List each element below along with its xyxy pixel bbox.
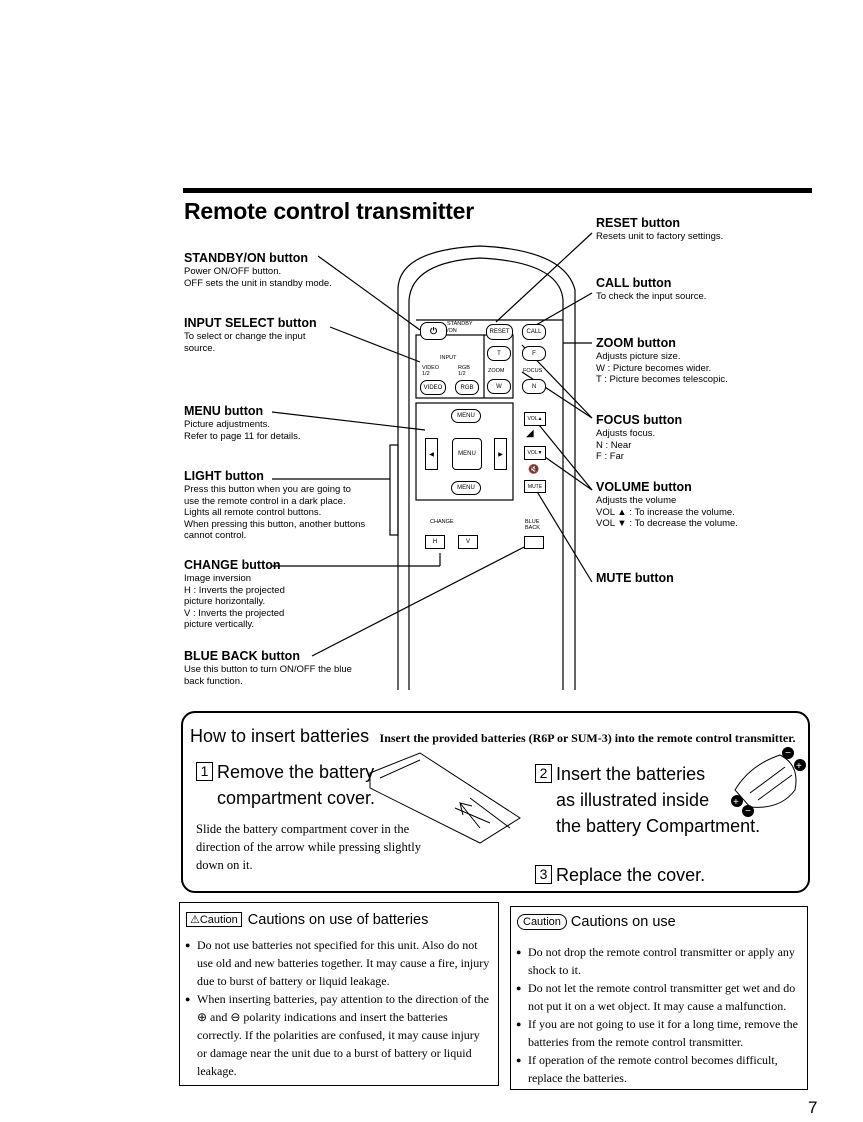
label-call: CALL button To check the input source. xyxy=(596,276,707,302)
caution-batteries-header: ⚠Caution Cautions on use of batteries xyxy=(186,911,428,929)
label-mute: MUTE button xyxy=(596,571,674,585)
remote-outline xyxy=(397,245,576,690)
zoom-label: ZOOM xyxy=(488,368,505,374)
header-rule xyxy=(183,188,812,193)
minus-terminal-icon-2 xyxy=(782,747,794,759)
label-blue-back: BLUE BACK button Use this button to turn… xyxy=(184,649,352,687)
step-3-text: Replace the cover. xyxy=(556,865,706,885)
battery-subheading: Insert the provided batteries (R6P or SU… xyxy=(379,731,796,745)
battery-polarity-illustration: + + − − xyxy=(731,747,806,817)
mute-button[interactable]: MUTE xyxy=(524,480,546,493)
speaker-icon: ◢ xyxy=(526,428,534,439)
battery-instructions-box xyxy=(181,711,810,893)
plus-terminal-icon xyxy=(794,759,806,771)
vol-up-button[interactable]: VOL▲ xyxy=(524,412,546,426)
menu-center-button[interactable]: MENU xyxy=(452,438,482,470)
label-standby: STANDBY/ON button Power ON/OFF button. O… xyxy=(184,251,332,289)
page-title: Remote control transmitter xyxy=(184,198,475,224)
blue-back-button[interactable] xyxy=(524,536,544,549)
rgb12-label: RGB 1/2 xyxy=(458,365,470,377)
plus-terminal-icon-2 xyxy=(731,795,743,807)
blue-back-label: BLUE BACK xyxy=(525,519,540,531)
video-button[interactable]: VIDEO xyxy=(420,380,446,395)
change-h-button[interactable]: H xyxy=(425,535,445,549)
focus-n-button[interactable]: N xyxy=(522,379,546,394)
caution-use-list: Do not drop the remote control transmitt… xyxy=(515,943,803,1087)
change-v-button[interactable]: V xyxy=(458,535,478,549)
step-2-text: Insert the batteries as illustrated insi… xyxy=(556,764,761,836)
label-focus: FOCUS button Adjusts focus. N : Near F :… xyxy=(596,413,683,462)
list-item: Do not drop the remote control transmitt… xyxy=(515,943,803,979)
standby-label: STANDBY /ON xyxy=(447,321,473,334)
label-light: LIGHT button Press this button when you … xyxy=(184,469,366,541)
step-1-description: Slide the battery compartment cover in t… xyxy=(196,822,421,872)
change-label: CHANGE xyxy=(430,519,454,525)
step-2-number: 2 xyxy=(535,764,552,783)
zoom-w-button[interactable]: W xyxy=(487,379,511,394)
step-3-number: 3 xyxy=(535,865,552,884)
svg-text:+: + xyxy=(796,761,802,772)
step-1-text: Remove the battery compartment cover. xyxy=(217,762,376,808)
caution-batteries-box: ⚠Caution Cautions on use of batteries Do … xyxy=(179,902,499,1086)
menu-down-button[interactable]: MENU xyxy=(451,481,481,495)
list-item: When inserting batteries, pay attention … xyxy=(184,990,492,1080)
vol-down-button[interactable]: VOL▼ xyxy=(524,446,546,460)
svg-text:+: + xyxy=(733,797,739,808)
caution-use-title: Cautions on use xyxy=(570,914,676,930)
input-label: INPUT xyxy=(440,355,457,361)
page-number: 7 xyxy=(808,1098,818,1117)
label-reset: RESET button Resets unit to factory sett… xyxy=(596,216,724,242)
list-item: Do not let the remote control transmitte… xyxy=(515,979,803,1015)
step-1-number: 1 xyxy=(196,762,213,781)
focus-f-button[interactable]: F xyxy=(522,346,546,361)
reset-button[interactable]: RESET xyxy=(486,324,513,340)
video12-label: VIDEO 1/2 xyxy=(422,365,440,377)
menu-up-button[interactable]: MENU xyxy=(451,409,481,423)
svg-text:−: − xyxy=(785,748,791,759)
caution-batteries-list: Do not use batteries not specified for t… xyxy=(184,936,492,1080)
light-button xyxy=(389,444,399,536)
caution-pill-badge: Caution xyxy=(517,914,567,930)
label-change: CHANGE button Image inversion H : Invert… xyxy=(184,558,285,630)
caution-batteries-title: Cautions on use of batteries xyxy=(247,912,429,928)
minus-terminal-icon xyxy=(742,805,754,817)
list-item: If you are not going to use it for a lon… xyxy=(515,1015,803,1051)
list-item: Do not use batteries not specified for t… xyxy=(184,936,492,990)
battery-heading-row: How to insert batteries Insert the provi… xyxy=(190,726,795,747)
rgb-button[interactable]: RGB xyxy=(455,380,479,395)
battery-heading: How to insert batteries xyxy=(190,726,370,746)
list-item: If operation of the remote control becom… xyxy=(515,1051,803,1087)
mute-speaker-icon: 🔇 xyxy=(528,464,540,474)
label-input-select: INPUT SELECT button To select or change … xyxy=(184,316,317,354)
label-zoom: ZOOM button Adjusts picture size. W : Pi… xyxy=(596,336,728,385)
menu-left-button[interactable]: ◀ xyxy=(425,438,438,470)
label-menu: MENU button Picture adjustments. Refer t… xyxy=(184,404,301,442)
zoom-t-button[interactable]: T xyxy=(487,346,511,361)
menu-right-button[interactable]: ▶ xyxy=(494,438,507,470)
standby-button[interactable]: ⏻ xyxy=(420,322,447,340)
label-volume: VOLUME button Adjusts the volume VOL ▲ :… xyxy=(596,480,738,529)
caution-warning-badge: ⚠Caution xyxy=(186,912,242,927)
focus-label: FOCUS xyxy=(523,368,543,374)
battery-cover-illustration xyxy=(369,752,521,844)
call-button[interactable]: CALL xyxy=(522,324,546,340)
svg-text:−: − xyxy=(745,806,751,817)
